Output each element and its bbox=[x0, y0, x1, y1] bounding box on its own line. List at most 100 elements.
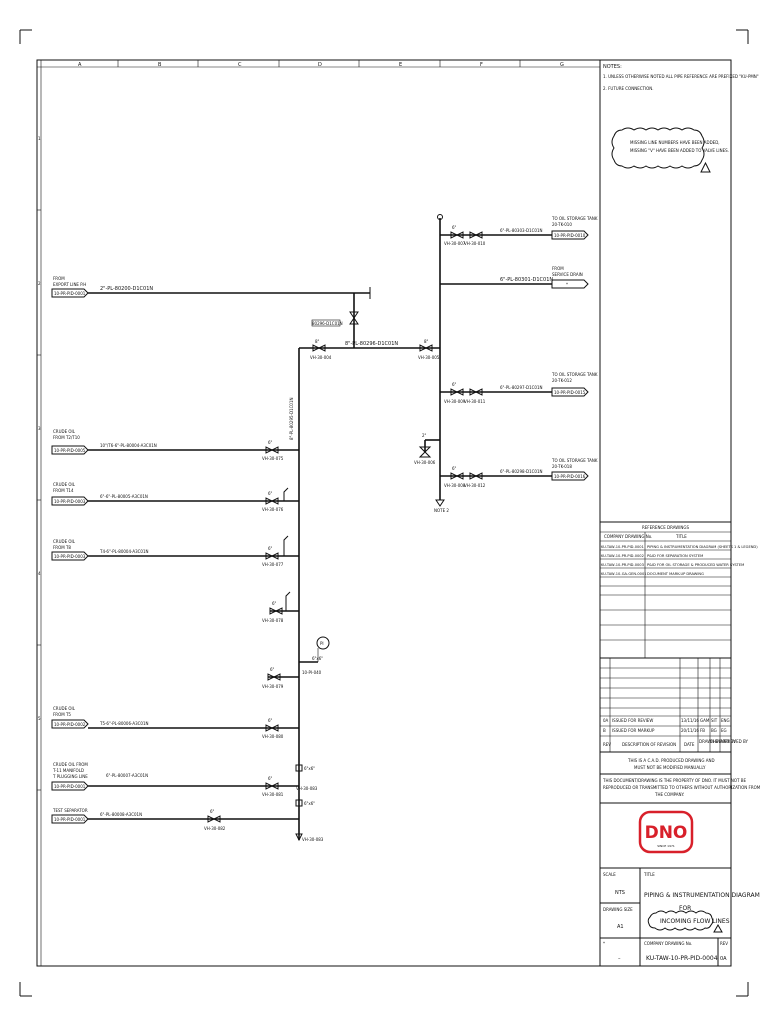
valve-header: 8" VH-30-005 8" VH-30-004 bbox=[310, 339, 440, 360]
ref-row-no: KU-TAW-10-PR-PID-0003 bbox=[601, 563, 644, 567]
crude5-source2: T PLUGGING LINE bbox=[52, 774, 88, 779]
storage2-dest: TO OIL STORAGE TANK bbox=[551, 372, 598, 377]
storage1-line-label: 6"-PL-80303-D1C01N bbox=[500, 228, 543, 233]
pressure-inst-label: PI bbox=[320, 641, 324, 646]
export-line-label: 2"-PL-80200-D1C01N bbox=[100, 286, 153, 292]
crude3-valve-size: 6" bbox=[268, 546, 273, 551]
svg-text:*: * bbox=[566, 282, 568, 287]
notes-section: NOTES: 1. UNLESS OTHERWISE NOTED ALL PIP… bbox=[603, 64, 759, 173]
service-drain: SERVICE DRAIN bbox=[552, 272, 583, 277]
crude1-valve-size: 6" bbox=[268, 440, 273, 445]
ref-row-no: KU-TAW-10-GA-GEN-0001 bbox=[601, 572, 647, 576]
rev-h-app: APPROVED BY bbox=[720, 739, 749, 744]
grid-col-c: C bbox=[238, 62, 242, 68]
offpage-service bbox=[551, 279, 589, 289]
test-label: TEST SEPARATOR bbox=[52, 808, 88, 813]
crude5-line-label: 6"-PL-80007-A3C01N bbox=[106, 773, 148, 778]
rev-1-app: EG bbox=[721, 728, 727, 733]
grid-col-b: B bbox=[158, 62, 162, 68]
offpage-test bbox=[51, 814, 89, 824]
offpage-storage3 bbox=[551, 471, 589, 481]
crude1-label: CRUDE OIL bbox=[53, 429, 76, 434]
valve-tag-1b: VH-30-010 bbox=[464, 241, 486, 246]
test-line-label: 6"-PL-80008-A3C01N bbox=[100, 812, 142, 817]
dno-logo: DNO SINCE 1971 bbox=[638, 810, 694, 854]
offpage-crude5 bbox=[51, 781, 89, 791]
crude1-valve-tag: VH-30-075 bbox=[262, 456, 284, 461]
storage2-line-label: 6"-PL-80297-D1C01N bbox=[500, 385, 543, 390]
ref-col-1: COMPANY DRAWING No. bbox=[604, 534, 652, 539]
rev-1-desc: ISSUED FOR MARKUP bbox=[612, 728, 655, 733]
drawing-frame bbox=[36, 59, 732, 967]
rev-h-by: DRAWN BY bbox=[699, 739, 721, 744]
rev-0-date: 13/11/16 bbox=[681, 718, 699, 723]
cad-notice-1: THIS IS A C.A.D. PRODUCED DRAWING AND bbox=[627, 758, 715, 763]
rev-1-id: B bbox=[603, 728, 606, 733]
rev-h-desc: DESCRIPTION OF REVISION bbox=[622, 742, 676, 747]
grid-row-5: 5 bbox=[38, 716, 41, 721]
side-valve-size: 6" bbox=[272, 601, 277, 606]
ref-row-no: KU-TAW-10-PR-PID-0002 bbox=[601, 554, 644, 558]
notes-title: NOTES: bbox=[603, 64, 622, 70]
offpage-crude3 bbox=[51, 551, 89, 561]
ref-col-2: TITLE bbox=[675, 534, 687, 539]
crude5-valve-tag: VH-30-081 bbox=[262, 792, 284, 797]
grid-col-g: G bbox=[560, 62, 564, 68]
grid-row-2: 2 bbox=[38, 281, 41, 286]
valve-tag-3: VH-30-009 bbox=[444, 399, 466, 404]
sheet-label: * bbox=[603, 941, 605, 946]
rev-1-chk: BG bbox=[711, 728, 717, 733]
crude3-ref: 10-PR-PID-0003 bbox=[54, 554, 86, 559]
valve-tag-3b: VH-30-011 bbox=[464, 399, 486, 404]
title-line-3: INCOMING FLOW LINES bbox=[660, 918, 730, 925]
grid-row-4: 4 bbox=[38, 571, 41, 576]
storage3-ref: 10-PR-PID-0016 bbox=[554, 474, 586, 479]
test-valve-tag: VH-30-082 bbox=[204, 826, 226, 831]
top-tag: 80296-D1C01N bbox=[312, 321, 343, 326]
crude4-label: CRUDE OIL bbox=[53, 706, 76, 711]
valve-storage2: 6" VH-30-009 VH-30-011 bbox=[444, 382, 486, 404]
crude4-valve-size: 6" bbox=[268, 718, 273, 723]
crude5-label: CRUDE OIL FROM bbox=[53, 762, 88, 767]
title-revision-triangle-icon bbox=[713, 923, 723, 933]
crude3-line-label: T4-6"-PL-80004-A3C01N bbox=[99, 549, 149, 554]
grid-col-d: D bbox=[318, 62, 322, 68]
size-label: DRAWING SIZE bbox=[603, 907, 633, 912]
rev-h-date: DATE bbox=[684, 742, 695, 747]
rev-h-chk: CHECKED BY bbox=[710, 739, 736, 744]
crude4-line-label: T5-6"-PL-80006-A3C01N bbox=[99, 721, 149, 726]
cloud-note-2: MISSING "V" HAVE BEEN ADDED TO VALVE LIN… bbox=[630, 148, 729, 153]
grid-row-3: 3 bbox=[38, 426, 41, 431]
ref-row-title: P&ID FOR SEPARATION SYSTEM bbox=[647, 554, 703, 558]
valve-storage3: 6" VH-30-008 VH-30-012 bbox=[444, 466, 486, 488]
valve-size-5: 6" bbox=[452, 466, 457, 471]
crude4-source: FROM T5 bbox=[53, 712, 71, 717]
rev-1-by: FB bbox=[700, 728, 705, 733]
valve-size-2: 8" bbox=[424, 339, 429, 344]
logo-text: DNO bbox=[645, 823, 688, 843]
offpage-crude2 bbox=[51, 496, 89, 506]
note-2-ref: NOTE 2 bbox=[434, 508, 449, 513]
revision-triangle-icon bbox=[700, 161, 711, 173]
title-cloud bbox=[647, 910, 714, 931]
title-line-1: PIPING & INSTRUMENTATION DIAGRAM bbox=[644, 892, 760, 899]
rev-h-rev: REV bbox=[603, 742, 611, 747]
rev-0-desc: ISSUED FOR REVIEW bbox=[612, 718, 653, 723]
rev-0-chk: SIT bbox=[711, 718, 718, 723]
vent-cap-icon bbox=[437, 214, 443, 220]
revision-cloud bbox=[611, 127, 705, 169]
header-bottom-tag: VH-30-083 bbox=[302, 837, 324, 842]
test-valve-size: 6" bbox=[210, 809, 215, 814]
crude1-ref: 10-PR-PID-0005 bbox=[54, 448, 86, 453]
valve-tag-1: VH-30-007 bbox=[444, 241, 466, 246]
ref-row-title: P&ID FOR OIL STORAGE & PRODUCED WATER SY… bbox=[647, 563, 744, 567]
valve-tag-5b: VH-30-012 bbox=[464, 483, 486, 488]
vertical-line-label: 8"-PL-80295-D1C01N bbox=[289, 397, 294, 440]
piping-network: 8"-PL-80295-D1C01N 8"-PL-80296-D1C01N NO… bbox=[51, 214, 598, 842]
offpage-export bbox=[51, 288, 89, 298]
crude2-valve-tag: VH-30-076 bbox=[262, 507, 284, 512]
valve-tag-4: VH-30-006 bbox=[414, 460, 436, 465]
storage1-ref: 10-PR-PID-0010 bbox=[554, 233, 586, 238]
crude2-label: CRUDE OIL bbox=[53, 482, 76, 487]
